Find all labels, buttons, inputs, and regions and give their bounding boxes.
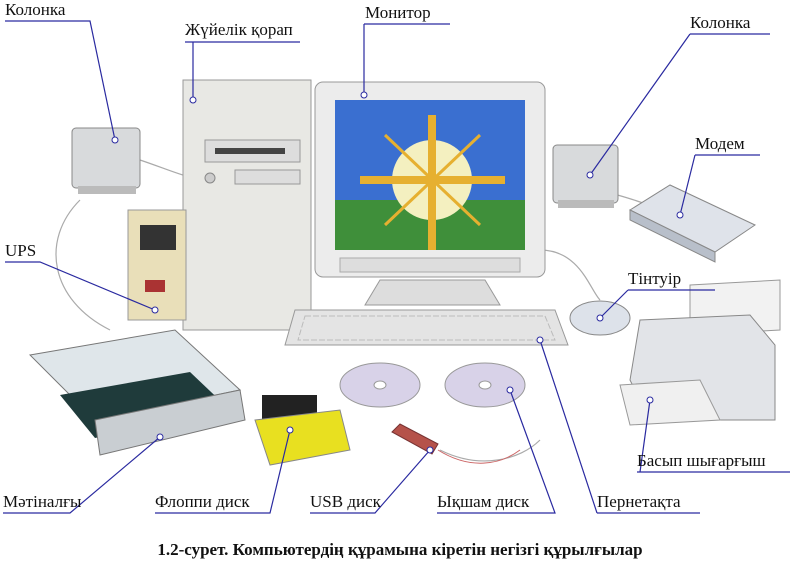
- label-usb: USB диск: [310, 492, 381, 511]
- label-ups: UPS: [5, 241, 37, 260]
- label-modem: Модем: [695, 134, 745, 153]
- anchor-points: [111, 91, 684, 454]
- label-speaker-right: Колонка: [690, 13, 751, 32]
- label-mouse: Тінтуір: [628, 269, 682, 288]
- scanner-image: [28, 329, 246, 456]
- system-unit-image: [182, 79, 312, 331]
- label-floppy: Флоппи диск: [155, 492, 250, 511]
- label-monitor: Монитор: [365, 3, 431, 22]
- label-cd: Ықшам диск: [437, 492, 530, 511]
- label-printer: Басып шығарғыш: [637, 451, 766, 470]
- label-keyboard: Пернетақта: [597, 492, 681, 511]
- label-system-unit: Жүйелік қорап: [185, 20, 293, 39]
- left-speaker-image: [71, 127, 141, 194]
- usb-image: [391, 423, 521, 464]
- printer-image: [619, 279, 781, 426]
- label-scanner: Мәтіналғы: [3, 492, 82, 511]
- monitor-image: [314, 81, 546, 306]
- floppy-box-image: [254, 395, 351, 466]
- keyboard-image: [284, 309, 569, 346]
- right-speaker-image: [552, 144, 619, 208]
- cd-images: [339, 362, 526, 408]
- leader-lines: [3, 20, 790, 514]
- modem-image: [628, 184, 757, 263]
- ups-image: [127, 209, 187, 321]
- label-speaker-left: Колонка: [5, 0, 66, 19]
- figure-caption: 1.2-сурет. Компьютердің құрамына кіретін…: [157, 540, 643, 559]
